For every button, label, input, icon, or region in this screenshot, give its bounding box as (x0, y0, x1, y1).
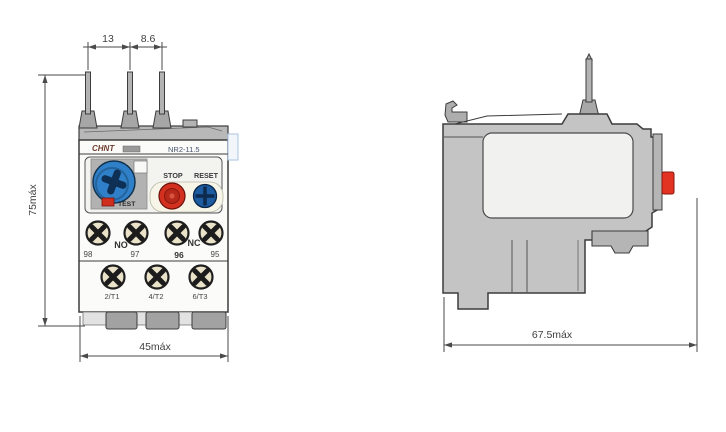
front-top-notch (182, 119, 198, 128)
aux-terminal-row: NO NC 98 97 96 95 (84, 222, 223, 260)
foot-2 (145, 311, 180, 330)
din-rail-clip (591, 230, 649, 254)
terminal-96-label: 96 (174, 250, 184, 260)
model-label: NR2-11.5 (168, 145, 200, 154)
mounting-feet (82, 311, 227, 330)
pin-3 (159, 71, 165, 115)
foot-1 (105, 311, 138, 330)
side-right-strip (652, 133, 663, 211)
screw-terminal-t3 (190, 266, 213, 289)
side-clip-tab (227, 133, 239, 161)
screw-terminal-t2 (146, 266, 169, 289)
terminal-98-label: 98 (84, 250, 93, 259)
current-adjustment-dial (92, 160, 136, 204)
brand-badge-block (122, 145, 141, 153)
release-tab-red (661, 171, 675, 195)
side-top-bevel-line (454, 113, 563, 125)
terminal-97-label: 97 (131, 250, 140, 259)
front-view: CHNT NR2-11.5 TEST STOP RESET (27, 33, 239, 362)
screw-terminal-97 (125, 222, 148, 245)
mounting-hook (444, 100, 468, 123)
aux-no-label: NO (114, 240, 128, 250)
test-label: TEST (118, 201, 136, 208)
main-terminal-row: 2/T1 4/T2 6/T3 (102, 266, 213, 301)
terminal-95-label: 95 (211, 250, 220, 259)
dim-label-pitch-13: 13 (102, 33, 114, 45)
terminal-t2-label: 4/T2 (148, 292, 163, 301)
pin-pitch-dimension: 13 8.6 (83, 33, 167, 70)
front-pins (78, 71, 172, 129)
pin-1 (85, 71, 91, 115)
stop-button (158, 182, 186, 210)
front-top-bevel-line (83, 126, 223, 133)
screw-terminal-98 (87, 222, 110, 245)
terminal-t1-label: 2/T1 (104, 292, 119, 301)
aux-nc-label: NC (188, 238, 201, 248)
dim-label-pitch-8-6: 8.6 (141, 33, 156, 45)
dial-cross-icon (101, 169, 127, 195)
depth-dimension: 67.5máx (443, 198, 698, 352)
stop-label: STOP (163, 171, 183, 180)
test-slider (101, 197, 115, 207)
reset-label: RESET (194, 171, 219, 180)
brand-label: CHNT (92, 144, 115, 153)
dial-window (133, 160, 148, 174)
side-view: 67.5máx (442, 52, 698, 352)
side-pin (585, 58, 593, 103)
screw-terminal-96 (166, 222, 189, 245)
screw-terminal-95 (200, 222, 223, 245)
foot-3 (191, 311, 227, 330)
screw-terminal-t1 (102, 266, 125, 289)
reset-button (192, 183, 218, 209)
height-dimension: 75máx (27, 74, 85, 327)
dim-label-height: 75máx (27, 183, 39, 215)
width-dimension: 45máx (79, 316, 229, 362)
side-label-panel (482, 132, 634, 219)
dim-label-width: 45máx (139, 341, 171, 353)
pin-2 (127, 71, 133, 115)
dim-label-depth: 67.5máx (532, 329, 573, 341)
terminal-t3-label: 6/T3 (192, 292, 207, 301)
